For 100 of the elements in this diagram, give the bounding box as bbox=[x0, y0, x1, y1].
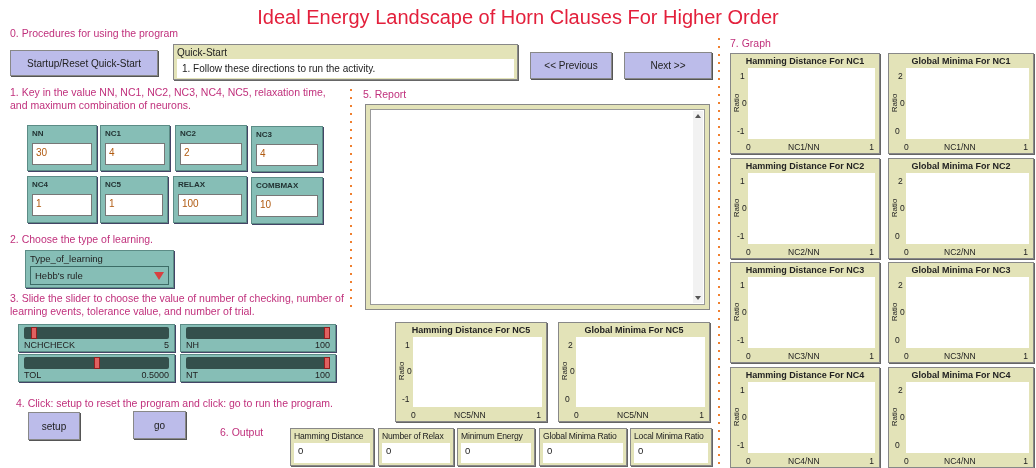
tick-label: 0 bbox=[407, 367, 412, 376]
axis-label: NC1/NN bbox=[944, 143, 976, 152]
input-field: 1 bbox=[32, 194, 92, 216]
tick-label: 0 bbox=[746, 352, 751, 361]
tick-label: 0 bbox=[900, 307, 905, 317]
monitor-value: 0 bbox=[382, 443, 450, 463]
tick-label: 2 bbox=[568, 341, 573, 350]
monitor-label: Local Minima Ratio bbox=[634, 431, 705, 441]
axis-label: NC2/NN bbox=[944, 248, 976, 257]
slider-label: TOL bbox=[24, 370, 42, 380]
slider bbox=[18, 324, 175, 352]
axis-label: Ratio bbox=[891, 198, 900, 217]
tick-label: 0 bbox=[900, 203, 905, 213]
axis-label: NC3/NN bbox=[788, 352, 820, 361]
tick-label: 0 bbox=[742, 203, 747, 213]
axis-label: NC5/NN bbox=[454, 411, 486, 420]
tick-label: 1 bbox=[740, 177, 745, 186]
push-button: Startup/Reset Quick-Start bbox=[10, 50, 158, 76]
plot-panel bbox=[730, 158, 880, 259]
axis-label: NC4/NN bbox=[944, 457, 976, 466]
tick-label: 0 bbox=[900, 98, 905, 108]
input-field: 4 bbox=[256, 144, 318, 166]
axis-label: Ratio bbox=[891, 93, 900, 112]
tick-label: 0 bbox=[904, 352, 909, 361]
tick-label: 1 bbox=[869, 248, 874, 257]
tick-label: 1 bbox=[699, 411, 704, 420]
input-widget bbox=[27, 176, 97, 223]
step-instruction: 5. Report bbox=[363, 88, 408, 102]
tick-label: 1 bbox=[740, 281, 745, 290]
axis-label: Ratio bbox=[561, 361, 570, 381]
axis-label: Ratio bbox=[733, 93, 742, 112]
monitor-label: Hamming Distance bbox=[294, 431, 365, 441]
slider bbox=[180, 324, 336, 352]
axis-label: NC2/NN bbox=[788, 248, 820, 257]
plot-panel bbox=[888, 53, 1034, 154]
tick-label: 1 bbox=[869, 457, 874, 466]
input-field: 4 bbox=[105, 143, 165, 165]
monitor-widget bbox=[290, 428, 374, 466]
instruction-text: 1. Follow these directions to run the activity. bbox=[177, 59, 514, 78]
tick-label: -1 bbox=[737, 232, 745, 241]
axis-label: NC5/NN bbox=[617, 411, 649, 420]
monitor-value: 0 bbox=[461, 443, 531, 463]
plot-title: Global Minima For NC5 bbox=[583, 325, 685, 335]
input-field: 10 bbox=[256, 195, 318, 217]
tick-label: 0 bbox=[900, 412, 905, 422]
axis-label: Ratio bbox=[733, 407, 742, 426]
axis-label: Ratio bbox=[733, 198, 742, 217]
input-widget bbox=[251, 126, 323, 172]
plot-title: Hamming Distance For NC2 bbox=[744, 161, 866, 171]
slider-value: 0.5000 bbox=[141, 370, 169, 380]
plot-panel bbox=[888, 367, 1034, 468]
axis-label: NC1/NN bbox=[788, 143, 820, 152]
tick-label: 0 bbox=[746, 457, 751, 466]
tick-label: 0 bbox=[895, 441, 900, 450]
monitor-label: Minimum Energy bbox=[461, 431, 524, 441]
plot-title: Global Minima For NC2 bbox=[910, 161, 1012, 171]
tick-label: -1 bbox=[402, 395, 410, 404]
input-widget bbox=[175, 125, 247, 171]
input-label: COMBMAX bbox=[256, 181, 300, 190]
tick-label: 1 bbox=[869, 352, 874, 361]
plot-title: Hamming Distance For NC5 bbox=[410, 325, 532, 335]
tick-label: 1 bbox=[1023, 248, 1028, 257]
monitor-widget bbox=[457, 428, 535, 466]
panel-heading: Quick-Start bbox=[177, 46, 228, 59]
input-widget bbox=[173, 176, 247, 223]
tick-label: 1 bbox=[1023, 457, 1028, 466]
input-label: NC5 bbox=[105, 180, 122, 189]
input-label: RELAX bbox=[178, 180, 207, 189]
input-widget bbox=[251, 177, 323, 224]
monitor-label: Number of Relax bbox=[382, 431, 445, 441]
tick-label: 0 bbox=[904, 248, 909, 257]
monitor-value: 0 bbox=[543, 443, 623, 463]
axis-label: Ratio bbox=[891, 302, 900, 321]
tick-label: 1 bbox=[869, 143, 874, 152]
tick-label: -1 bbox=[737, 127, 745, 136]
tick-label: 1 bbox=[405, 341, 410, 350]
plot-panel bbox=[730, 53, 880, 154]
tick-label: 0 bbox=[904, 143, 909, 152]
axis-label: Ratio bbox=[733, 302, 742, 321]
input-field: 30 bbox=[32, 143, 92, 165]
info-panel bbox=[173, 44, 518, 80]
input-field: 2 bbox=[180, 143, 242, 165]
input-widget bbox=[100, 176, 168, 223]
input-label: NC4 bbox=[32, 180, 49, 189]
slider-label: NT bbox=[186, 370, 198, 380]
tick-label: 2 bbox=[898, 72, 903, 81]
plot-title: Hamming Distance For NC1 bbox=[744, 56, 866, 66]
plot-title: Hamming Distance For NC4 bbox=[744, 370, 866, 380]
plot-title: Hamming Distance For NC3 bbox=[744, 265, 866, 275]
plot-title: Global Minima For NC1 bbox=[910, 56, 1012, 66]
step-instruction: 1. Key in the value NN, NC1, NC2, NC3, NC4, NC5, relaxation time, and maximum combination of neurons. bbox=[10, 86, 327, 113]
tick-label: 0 bbox=[565, 395, 570, 404]
push-button: << Previous bbox=[530, 52, 612, 79]
chooser-widget bbox=[25, 250, 174, 288]
tick-label: 0 bbox=[574, 411, 579, 420]
tick-label: 0 bbox=[904, 457, 909, 466]
push-button: Next >> bbox=[624, 52, 712, 79]
tick-label: 2 bbox=[898, 386, 903, 395]
tick-label: -1 bbox=[737, 441, 745, 450]
plot-panel bbox=[888, 158, 1034, 259]
